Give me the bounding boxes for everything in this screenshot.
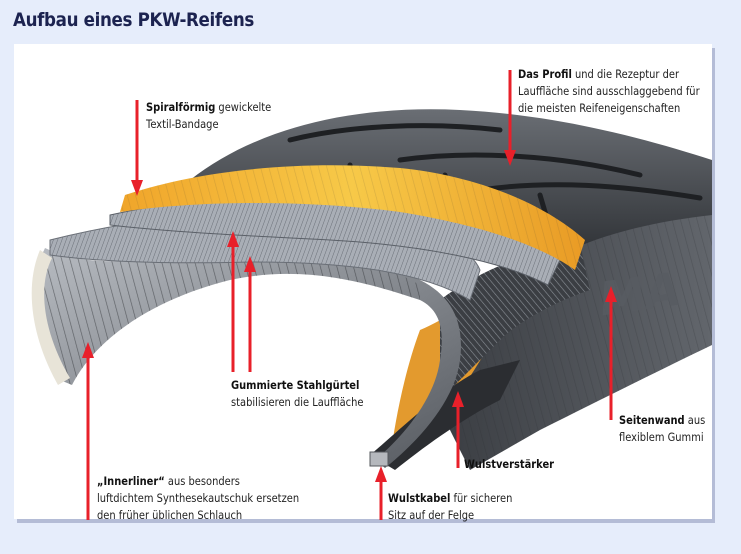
pointer-spiral <box>131 100 143 196</box>
inner-liner-ribs <box>36 246 420 385</box>
annotation-wulstkabel-bold: Wulstkabel <box>388 491 451 505</box>
textile-bandage-lines <box>120 165 585 270</box>
pointer-innerliner <box>82 342 94 520</box>
annotation-wulstkabel: Wulstkabel für sicheren Sitz auf der Fel… <box>388 491 513 522</box>
sidewall-texture <box>440 210 712 470</box>
annotation-innerliner-bold: „Innerliner“ <box>97 474 165 488</box>
bead-wire <box>369 451 389 467</box>
tread-grooves <box>287 123 703 225</box>
page-title: Aufbau eines PKW-Reifens <box>13 9 254 31</box>
pointer-seitenwand <box>605 286 617 420</box>
pointer-stahl-2 <box>244 256 256 372</box>
annotation-profil: Das Profil und die Rezeptur der Lauffläc… <box>518 67 700 115</box>
pointer-stahl-1 <box>227 231 239 372</box>
annotation-innerliner: „Innerliner“ aus besonders luftdichtem S… <box>97 474 300 522</box>
annotation-wulstverstaerker: Wulstverstärker <box>464 456 554 473</box>
annotation-stahl-bold: Gummierte Stahlgürtel <box>231 378 360 392</box>
annotation-spiral: Spiralförmig gewickelte Textil-Bandage <box>146 100 272 131</box>
pointer-wulstverstaerker <box>452 391 464 468</box>
annotation-wulstverstaerker-bold: Wulstverstärker <box>464 457 555 471</box>
pointers <box>82 70 617 520</box>
annotation-seitenwand: Seitenwand aus flexiblem Gummi <box>619 413 706 444</box>
annotation-seitenwand-bold: Seitenwand <box>619 413 685 427</box>
annotation-stahlguertel: Gummierte Stahlgürtel stabilisieren die … <box>231 378 364 409</box>
annotation-profil-bold: Das Profil <box>518 67 572 81</box>
pointer-wulstkabel <box>375 466 387 520</box>
inner-liner-edge <box>31 250 70 385</box>
carcass-coil <box>440 245 590 400</box>
annotation-spiral-bold: Spiralförmig <box>146 100 216 114</box>
pointer-profil <box>504 70 516 166</box>
